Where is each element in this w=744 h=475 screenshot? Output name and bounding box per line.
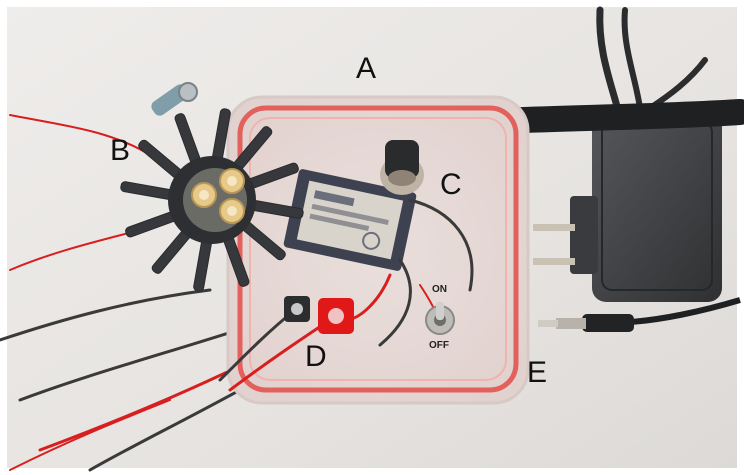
plug-prong-top	[533, 224, 575, 231]
terminal-black	[284, 296, 310, 322]
switch-off-text: OFF	[429, 340, 449, 351]
mounting-screw	[151, 82, 198, 116]
plug-prong-bottom	[533, 258, 575, 265]
led-heatsink	[120, 108, 304, 292]
toggle-switch: ON OFF	[425, 284, 455, 351]
cable-connector-c	[380, 140, 424, 195]
label-b: B	[110, 134, 130, 167]
label-c: C	[440, 168, 462, 201]
label-a: A	[356, 52, 376, 85]
terminal-red	[318, 298, 354, 334]
wall-adapter	[533, 110, 722, 302]
label-e: E	[527, 356, 547, 389]
dc-barrel-plug	[538, 297, 741, 332]
container-seal	[237, 105, 519, 393]
led-emitters	[191, 168, 245, 224]
switch-on-text: ON	[432, 284, 447, 295]
label-d: D	[305, 340, 327, 373]
led-driver-module	[283, 169, 417, 271]
